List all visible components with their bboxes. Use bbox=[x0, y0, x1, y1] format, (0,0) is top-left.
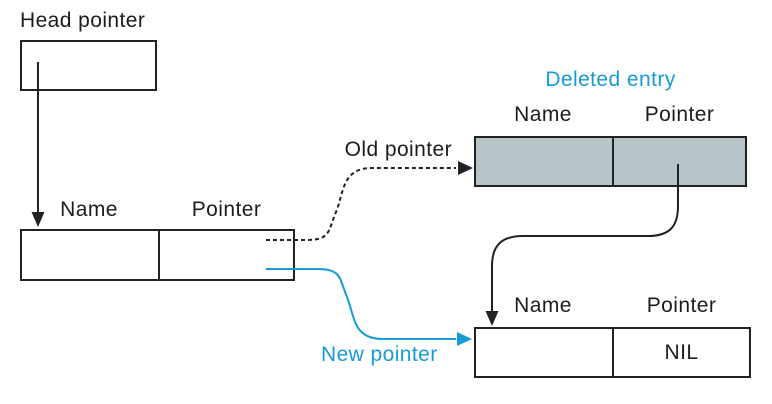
tail-node-pointer-cell: NIL bbox=[664, 340, 699, 364]
tail-node-name-cell bbox=[476, 329, 614, 376]
first-node-pointer-header: Pointer bbox=[191, 198, 262, 221]
head-pointer-box bbox=[20, 40, 157, 91]
first-node-name-header: Name bbox=[60, 198, 118, 221]
deleted-node-name-header: Name bbox=[514, 103, 572, 126]
old-pointer-label: Old pointer bbox=[344, 138, 452, 161]
tail-node-pointer-header: Pointer bbox=[646, 294, 717, 317]
deleted-node-pointer-header: Pointer bbox=[644, 103, 715, 126]
deleted-node-pointer-cell bbox=[614, 138, 745, 185]
tail-node-name-header: Name bbox=[514, 294, 572, 317]
deleted-node-name-cell bbox=[476, 138, 614, 185]
first-node-name-cell bbox=[22, 231, 160, 279]
deleted-node-box bbox=[474, 136, 747, 187]
old-pointer-arrowhead bbox=[458, 161, 473, 175]
tail-node-box: NIL bbox=[474, 327, 751, 378]
new-pointer-label: New pointer bbox=[321, 343, 438, 366]
first-node-pointer-cell bbox=[160, 231, 293, 279]
new-pointer-arrowhead bbox=[457, 332, 472, 346]
first-node-box bbox=[20, 229, 295, 281]
deleted-entry-label: Deleted entry bbox=[545, 68, 676, 91]
head-pointer-label: Head pointer bbox=[20, 9, 146, 32]
